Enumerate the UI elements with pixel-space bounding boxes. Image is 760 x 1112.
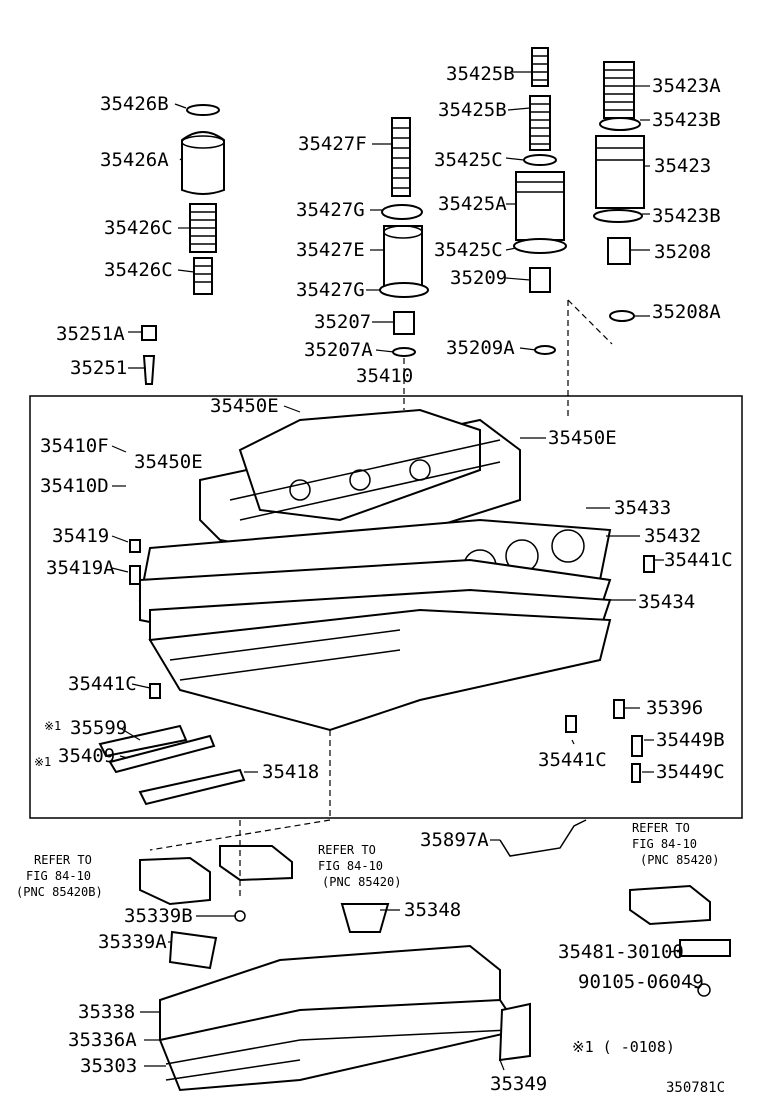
label-35450E: 35450E <box>548 427 617 449</box>
label-35208A: 35208A <box>652 301 721 323</box>
label-35418: 35418 <box>262 761 319 783</box>
label-35303: 35303 <box>80 1055 137 1077</box>
mark-asterisk-1: ※1 <box>34 755 51 769</box>
label-35449C: 35449C <box>656 761 725 783</box>
label-35425C: 35425C <box>434 239 503 261</box>
label-35423A: 35423A <box>652 75 721 97</box>
label-35425B: 35425B <box>446 63 515 85</box>
label-35450E: 35450E <box>134 451 203 473</box>
refer-right-line1: REFER TO <box>632 821 690 835</box>
label-35410: 35410 <box>356 365 413 387</box>
label-35409: 35409 <box>58 745 115 767</box>
label-35599: 35599 <box>70 717 127 739</box>
mark-asterisk-1: ※1 <box>44 719 61 733</box>
label-35251A: 35251A <box>56 323 125 345</box>
label-35427G: 35427G <box>296 279 365 301</box>
solenoid-mid <box>219 845 293 882</box>
label-35338: 35338 <box>78 1001 135 1023</box>
label-35426C: 35426C <box>104 217 173 239</box>
solenoid-left <box>139 856 211 906</box>
refer-mid-line1: REFER TO <box>318 843 376 857</box>
label-35426C: 35426C <box>104 259 173 281</box>
part-35423-group <box>593 61 645 322</box>
label-35434: 35434 <box>638 591 695 613</box>
label-35208: 35208 <box>654 241 711 263</box>
label-35441C: 35441C <box>538 749 607 771</box>
part-labels: 35426B 35426A 35426C 35426C 35427F 35427… <box>16 63 733 1096</box>
lower-valve-body <box>148 608 612 732</box>
label-35336A: 35336A <box>68 1029 137 1051</box>
label-35419A: 35419A <box>46 557 115 579</box>
label-35423B: 35423B <box>652 205 721 227</box>
solenoid-right <box>629 884 711 926</box>
part-35425-group <box>513 47 567 355</box>
label-35339B: 35339B <box>124 905 193 927</box>
part-35427-group <box>379 117 429 357</box>
footnote: ※1 ( -0108) <box>572 1038 675 1056</box>
part-35251-group <box>141 325 157 385</box>
label-35209A: 35209A <box>446 337 515 359</box>
label-35410F: 35410F <box>40 435 109 457</box>
label-35450E: 35450E <box>210 395 279 417</box>
part-35426-group <box>181 104 225 295</box>
label-35426B: 35426B <box>100 93 169 115</box>
label-35410D: 35410D <box>40 475 109 497</box>
valve-body-small-parts <box>98 539 655 806</box>
label-35432: 35432 <box>644 525 701 547</box>
label-35251: 35251 <box>70 357 127 379</box>
refer-left-line2: FIG 84-10 <box>26 869 91 883</box>
label-35423B: 35423B <box>652 109 721 131</box>
refer-left-line1: REFER TO <box>34 853 92 867</box>
label-35349: 35349 <box>490 1073 547 1095</box>
label-35425A: 35425A <box>438 193 507 215</box>
refer-left-line3: (PNC 85420B) <box>16 885 103 899</box>
leader-lines <box>111 71 701 1071</box>
label-35427E: 35427E <box>296 239 365 261</box>
label-35419: 35419 <box>52 525 109 547</box>
refer-mid-line2: FIG 84-10 <box>318 859 383 873</box>
label-35209: 35209 <box>450 267 507 289</box>
label-35396: 35396 <box>646 697 703 719</box>
label-35425C: 35425C <box>434 149 503 171</box>
label-35427G: 35427G <box>296 199 365 221</box>
label-35449B: 35449B <box>656 729 725 751</box>
label-35425B: 35425B <box>438 99 507 121</box>
label-35441C: 35441C <box>68 673 137 695</box>
label-35481-30100: 35481-30100 <box>558 941 684 963</box>
dashed-guides <box>149 299 613 900</box>
label-35423: 35423 <box>654 155 711 177</box>
figure-code: 350781C <box>666 1080 725 1096</box>
label-35426A: 35426A <box>100 149 169 171</box>
label-35339A: 35339A <box>98 931 167 953</box>
refer-right-line2: FIG 84-10 <box>632 837 697 851</box>
valve-body-frame <box>29 395 743 819</box>
label-35348: 35348 <box>404 899 461 921</box>
label-35207A: 35207A <box>304 339 373 361</box>
label-90105-06049: 90105-06049 <box>578 971 704 993</box>
label-35207: 35207 <box>314 311 371 333</box>
label-35441C: 35441C <box>664 549 733 571</box>
label-35427F: 35427F <box>298 133 367 155</box>
label-35897A: 35897A <box>420 829 489 851</box>
refer-mid-line3: (PNC 85420) <box>322 875 401 889</box>
oil-pan-assembly <box>158 903 731 1092</box>
pipe-35897A <box>499 819 587 857</box>
label-35433: 35433 <box>614 497 671 519</box>
refer-right-line3: (PNC 85420) <box>640 853 719 867</box>
